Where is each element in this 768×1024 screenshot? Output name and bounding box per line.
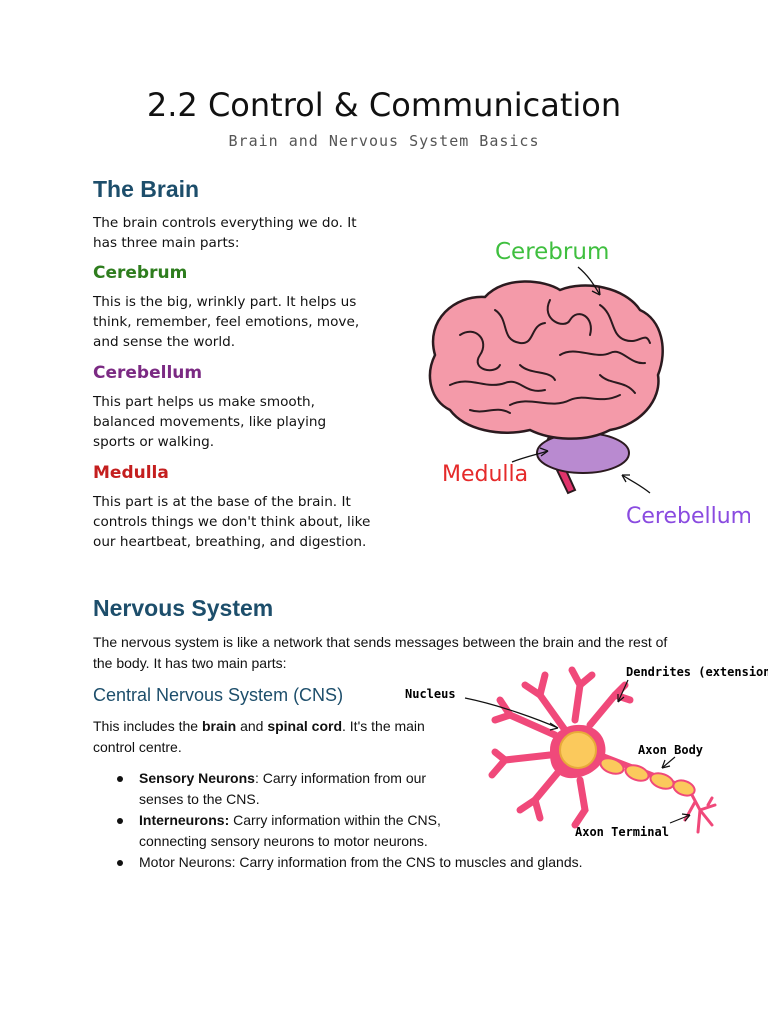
page-title: 2.2 Control & Communication: [146, 86, 622, 124]
cerebellum-text: This part helps us make smooth, balanced…: [93, 394, 327, 450]
neuron-type: Interneurons:: [139, 812, 230, 828]
neuron-desc: : Carry information from our senses to t…: [139, 770, 427, 807]
myelin-shape: [599, 757, 696, 797]
neuron-desc: Motor Neurons: Carry information from th…: [139, 854, 583, 870]
cns-intro-text: . It's the main control centre.: [93, 718, 425, 755]
brain-arrows: [511, 266, 651, 494]
cns-spinal-term: spinal cord: [267, 718, 343, 734]
neuron-desc: Carry information within the CNS, connec…: [139, 812, 441, 849]
page-subtitle: Brain and Nervous System Basics: [228, 132, 540, 150]
neuron-diagram: Nucleus Dendrites (extensions) Axon Body…: [405, 665, 768, 839]
brain-diagram: Cerebrum Medulla Cerebellum: [428, 239, 750, 529]
axon-terminal-shape: [683, 793, 717, 834]
medulla-text: This part is at the base of the brain. I…: [93, 494, 371, 550]
list-item: Sensory Neurons: Carry information from …: [93, 768, 469, 810]
cns-brain-term: brain: [201, 718, 237, 734]
cns-intro-text: and: [236, 718, 268, 734]
cerebrum-label: Cerebrum: [495, 239, 609, 265]
nervous-heading: Nervous System: [93, 595, 274, 621]
axon-terminal-label: Axon Terminal: [575, 825, 669, 839]
cerebellum-label: Cerebellum: [626, 504, 750, 529]
brain-heading: The Brain: [93, 176, 200, 202]
neuron-list: Sensory Neurons: Carry information from …: [93, 768, 653, 873]
neuron-arrows: [464, 679, 691, 824]
brain-intro: The brain controls everything we do. It …: [93, 215, 357, 251]
cerebrum-text: This is the big, wrinkly part. It helps …: [93, 294, 360, 350]
nucleus-label: Nucleus: [405, 687, 456, 701]
neuron-type: Sensory Neurons: [139, 770, 255, 786]
medulla-heading: Medulla: [93, 463, 169, 483]
cerebrum-heading: Cerebrum: [93, 263, 188, 283]
dendrites-label: Dendrites (extensions): [626, 665, 768, 679]
medulla-label: Medulla: [442, 462, 528, 487]
nervous-intro: The nervous system is like a network tha…: [93, 634, 668, 671]
cns-heading: Central Nervous System (CNS): [93, 685, 344, 705]
list-item: Interneurons: Carry information within t…: [93, 810, 469, 852]
axon-body-label: Axon Body: [638, 743, 703, 757]
cerebrum-shape: [428, 280, 664, 440]
cerebellum-heading: Cerebellum: [93, 363, 203, 383]
list-item: Motor Neurons: Carry information from th…: [93, 852, 653, 873]
nucleus-shape: [559, 731, 597, 769]
cns-intro: This includes the brain and spinal cord.…: [93, 716, 463, 758]
cns-intro-text: This includes the: [93, 718, 202, 734]
brain-wrinkles: [449, 299, 651, 414]
